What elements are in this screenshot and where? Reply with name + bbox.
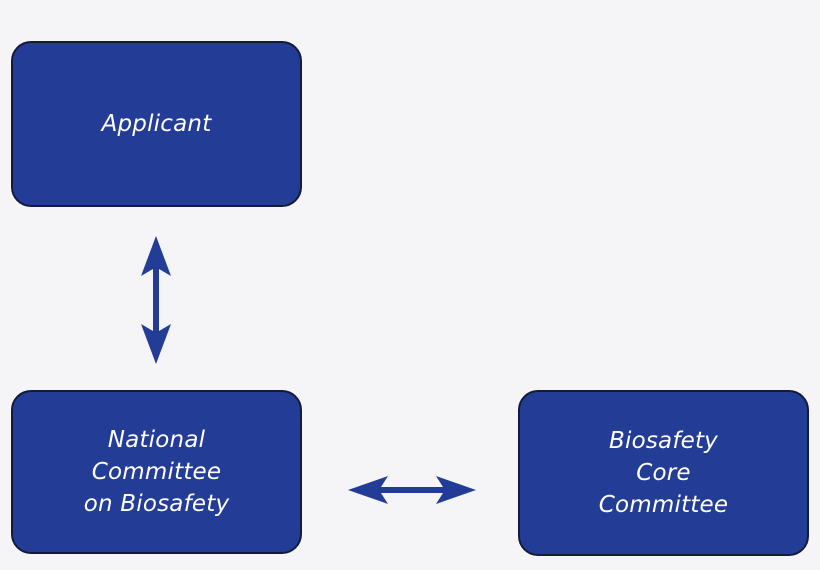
double-headed-horizontal-arrow-icon <box>348 476 476 504</box>
arrow-shape <box>141 236 171 364</box>
applicant-label: Applicant <box>101 111 212 137</box>
double-headed-vertical-arrow-icon <box>141 236 171 364</box>
core-committee-label: Biosafety Core Committee <box>598 428 729 518</box>
national-committee-label: National Committee on Biosafety <box>83 427 230 517</box>
arrow-shape <box>348 476 476 504</box>
core-committee-box: Biosafety Core Committee <box>518 390 809 556</box>
national-committee-box: National Committee on Biosafety <box>11 390 302 554</box>
applicant-box: Applicant <box>11 41 302 207</box>
